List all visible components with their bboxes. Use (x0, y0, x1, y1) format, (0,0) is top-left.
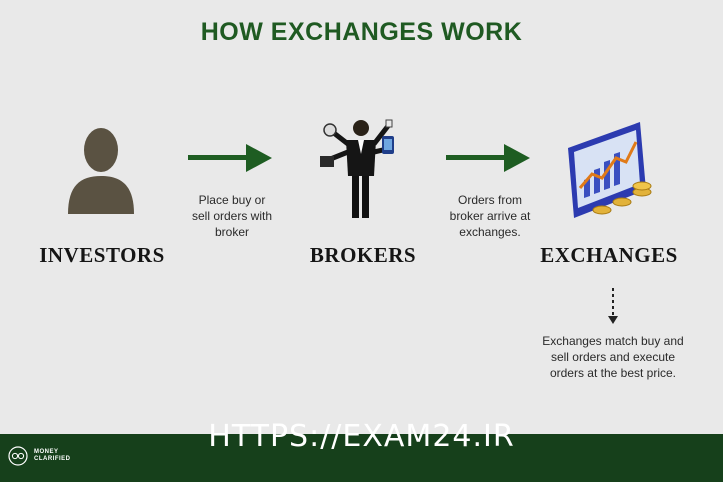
multitasking-businessman-icon (320, 119, 394, 218)
exchanges-label: EXCHANGES (540, 243, 678, 267)
caption-line: Orders from (457, 193, 522, 207)
brand-line: MONEY (34, 449, 59, 455)
diagram-title: HOW EXCHANGES WORK (200, 18, 523, 46)
caption-line: Place buy or (198, 193, 266, 207)
brand-logo: MONEY CLARIFIED (8, 446, 71, 466)
brokers-label: BROKERS (309, 243, 417, 267)
arrow-investors-to-brokers (188, 144, 272, 172)
caption-line: orders at the best price. (549, 366, 677, 380)
caption-line: sell orders with (191, 209, 273, 223)
caption-brokers-to-exchanges: Orders from broker arrive at exchanges. (430, 192, 550, 240)
caption-investors-to-brokers: Place buy or sell orders with broker (172, 192, 292, 240)
caption-line: exchanges. (459, 225, 521, 239)
caption-line: Exchanges match buy and (542, 334, 684, 348)
caption-exchanges: Exchanges match buy and sell orders and … (530, 333, 696, 381)
footer-bar (0, 434, 723, 482)
arrow-brokers-to-exchanges (446, 144, 530, 172)
brand-text: MONEY CLARIFIED (34, 449, 71, 463)
caption-line: sell orders and execute (550, 350, 676, 364)
footer-url[interactable]: HTTPS://EXAM24.IR (208, 419, 515, 454)
caption-line: broker arrive at (449, 209, 531, 223)
glasses-icon (8, 446, 28, 466)
brand-line: CLARIFIED (34, 456, 71, 462)
investors-label: INVESTORS (39, 243, 165, 267)
trading-chart-coins-icon (568, 122, 652, 218)
dotted-down-arrow (608, 288, 618, 324)
caption-line: broker (214, 225, 249, 239)
person-silhouette-icon (68, 128, 134, 214)
